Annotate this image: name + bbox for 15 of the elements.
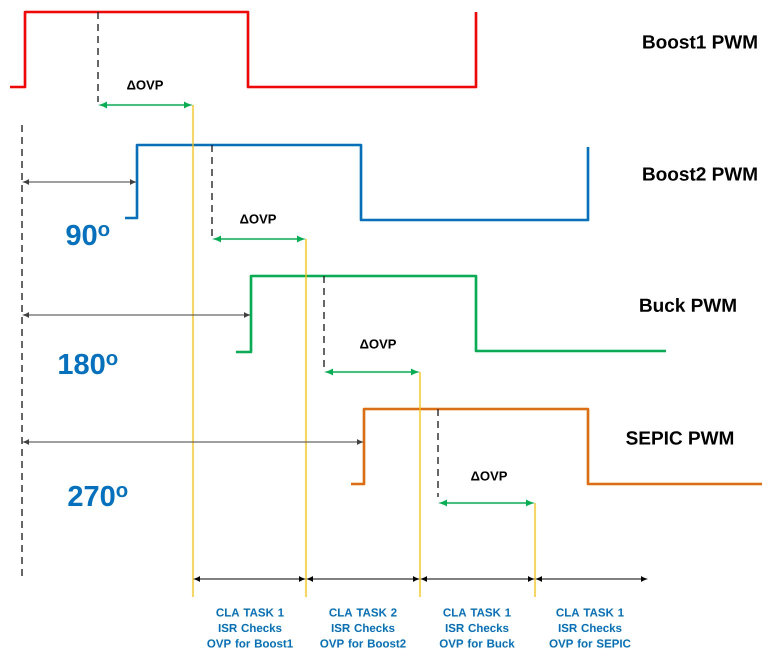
signal-label: SEPIC PWM bbox=[626, 431, 734, 445]
delta-label: ΔOVP bbox=[127, 80, 163, 90]
delta-label: ΔOVP bbox=[471, 471, 507, 481]
delta-label: ΔOVP bbox=[360, 339, 396, 349]
delta-label: ΔOVP bbox=[240, 214, 276, 224]
signal-label: Buck PWM bbox=[640, 298, 736, 312]
task-label: CLA TASK 1 ISR Checks OVP for Buck bbox=[440, 608, 515, 648]
phase-label: 270$^{o}$ bbox=[68, 486, 128, 506]
task-label: CLA TASK 1 ISR Checks OVP for Boost1 bbox=[207, 608, 293, 648]
task-label: CLA TASK 1 ISR Checks OVP for SEPIC bbox=[550, 608, 631, 648]
phase-label: 180$^{o}$ bbox=[59, 354, 118, 374]
task-label: CLA TASK 2 ISR Checks OVP for Boost2 bbox=[320, 608, 406, 648]
signal-label: Boost2 PWM bbox=[643, 167, 757, 181]
signal-label: Boost1 PWM bbox=[643, 35, 757, 49]
phase-label: 90$^{o}$ bbox=[66, 224, 110, 246]
